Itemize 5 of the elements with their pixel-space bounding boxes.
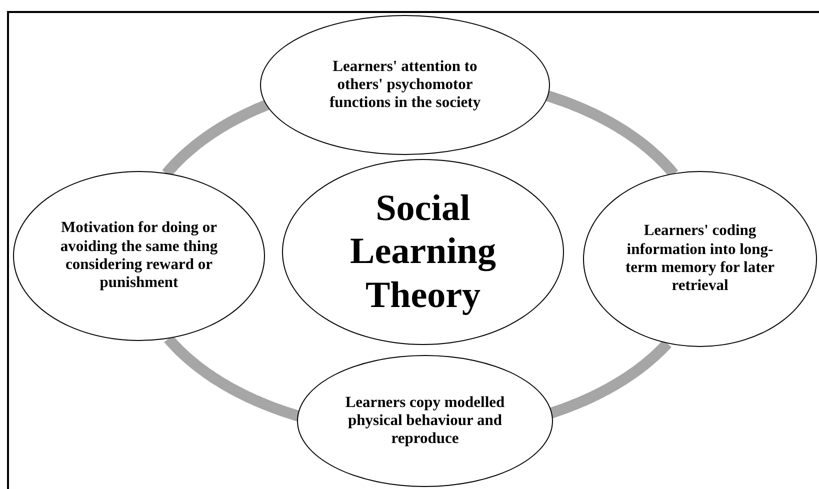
- stage-text: Motivation for doing or avoiding the same thing considering reward or punishment: [59, 219, 219, 293]
- stage-text: Learners' coding information into long-term memory for later retrieval: [624, 222, 776, 296]
- stage-text: Learners copy modelled physical behaviour and reproduce: [344, 394, 506, 448]
- stage-text: Learners' attention to others' psychomotor functions in the society: [328, 58, 482, 112]
- center-label: Social Learning Theory: [349, 186, 497, 318]
